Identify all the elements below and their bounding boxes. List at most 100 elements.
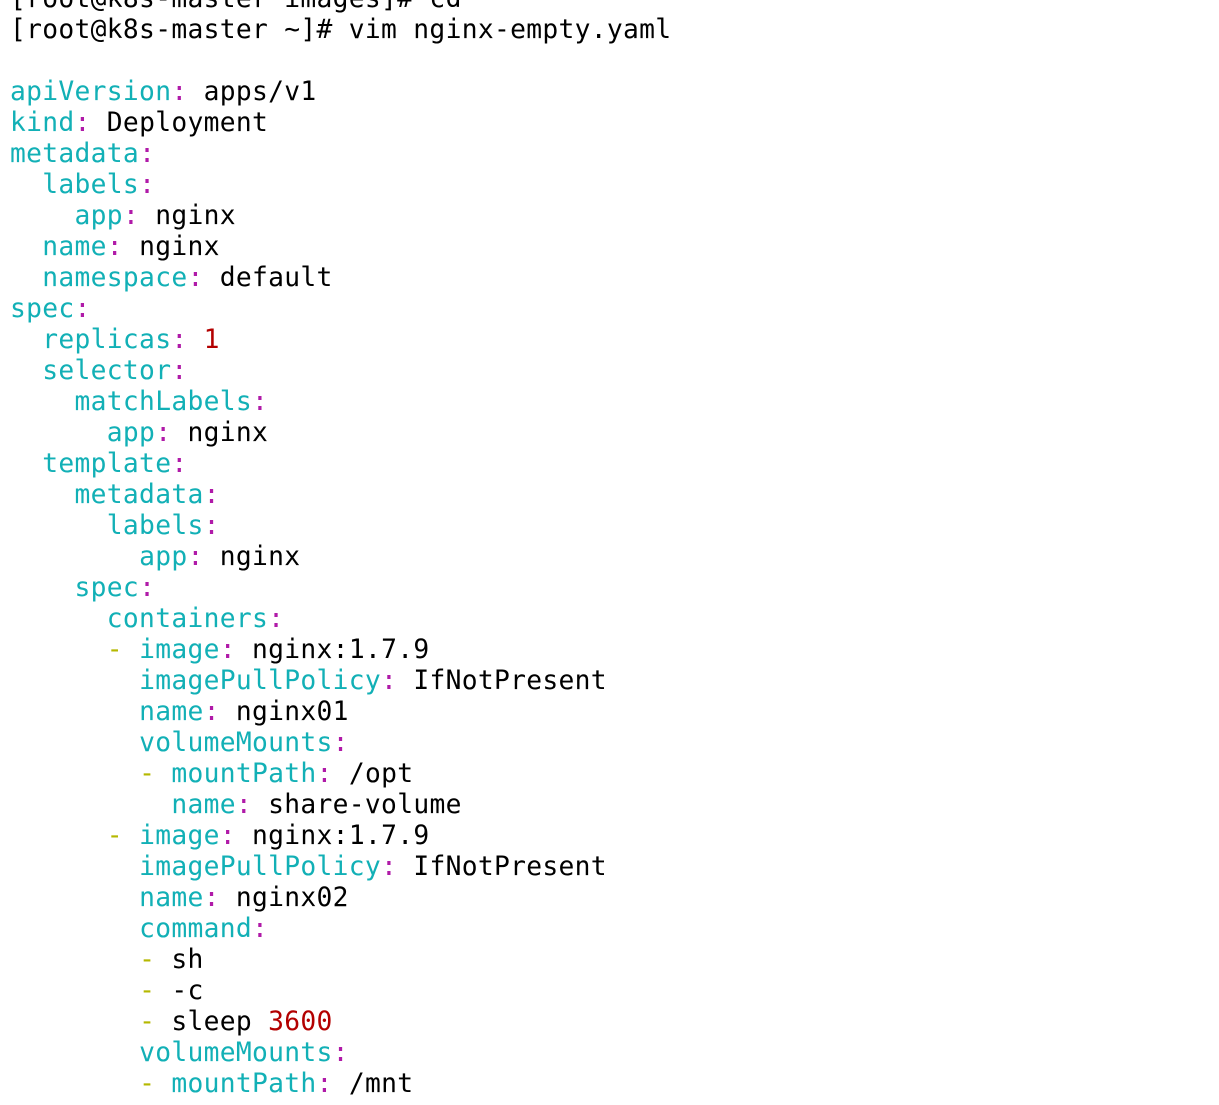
indent xyxy=(10,263,42,293)
yaml-key: command xyxy=(139,914,252,944)
yaml-value: /opt xyxy=(332,759,414,789)
yaml-line: - sleep 3600 xyxy=(10,1007,671,1038)
yaml-colon: : xyxy=(203,883,220,913)
indent xyxy=(10,883,139,913)
yaml-line: apiVersion: apps/v1 xyxy=(10,77,671,108)
yaml-list-dash: - xyxy=(139,945,156,975)
yaml-list-dash: - xyxy=(106,821,123,851)
indent xyxy=(10,976,139,1006)
yaml-line: - sh xyxy=(10,945,671,976)
yaml-value: nginx xyxy=(203,542,301,572)
yaml-key: name xyxy=(42,232,107,262)
yaml-value: default xyxy=(203,263,333,293)
yaml-colon: : xyxy=(332,1038,349,1068)
yaml-key: app xyxy=(106,418,156,448)
yaml-key: replicas xyxy=(42,325,172,355)
indent xyxy=(10,542,139,572)
yaml-value xyxy=(123,821,139,851)
yaml-colon: : xyxy=(252,914,269,944)
yaml-list-dash: - xyxy=(139,1007,156,1037)
yaml-key: mountPath xyxy=(171,1069,317,1099)
yaml-key: volumeMounts xyxy=(139,728,333,758)
yaml-colon: : xyxy=(203,511,220,541)
yaml-line: volumeMounts: xyxy=(10,1038,671,1069)
yaml-colon: : xyxy=(139,170,156,200)
terminal-text-area[interactable]: [root@k8s-master images]# cd[root@k8s-ma… xyxy=(10,0,671,1100)
yaml-value: nginx xyxy=(122,232,220,262)
yaml-line: matchLabels: xyxy=(10,387,671,418)
yaml-value: apps/v1 xyxy=(187,77,317,107)
yaml-key: imagePullPolicy xyxy=(139,852,382,882)
indent xyxy=(10,1069,139,1099)
indent xyxy=(10,1038,139,1068)
yaml-line: - image: nginx:1.7.9 xyxy=(10,635,671,666)
indent xyxy=(10,232,42,262)
yaml-key: spec xyxy=(10,294,75,324)
yaml-line: metadata: xyxy=(10,480,671,511)
yaml-value: IfNotPresent xyxy=(397,852,607,882)
yaml-key: metadata xyxy=(74,480,204,510)
shell-prompt-line: [root@k8s-master images]# cd xyxy=(10,0,671,15)
shell-text: [root@k8s-master ~]# vim nginx-empty.yam… xyxy=(10,15,672,45)
yaml-list-dash: - xyxy=(139,1069,156,1099)
yaml-line: selector: xyxy=(10,356,671,387)
indent xyxy=(10,387,75,417)
yaml-colon: : xyxy=(251,387,269,417)
yaml-colon: : xyxy=(268,604,285,634)
yaml-colon: : xyxy=(203,480,220,510)
yaml-line: name: nginx01 xyxy=(10,697,671,728)
yaml-key: volumeMounts xyxy=(139,1038,333,1068)
indent xyxy=(10,666,139,696)
yaml-line: namespace: default xyxy=(10,263,671,294)
yaml-line: labels: xyxy=(10,170,671,201)
yaml-key: containers xyxy=(106,604,269,634)
yaml-key: labels xyxy=(106,511,204,541)
yaml-line: imagePullPolicy: IfNotPresent xyxy=(10,666,671,697)
yaml-value: nginx02 xyxy=(219,883,349,913)
yaml-line: app: nginx xyxy=(10,542,671,573)
yaml-line: template: xyxy=(10,449,671,480)
yaml-key: app xyxy=(139,542,188,572)
yaml-line: labels: xyxy=(10,511,671,542)
yaml-key: mountPath xyxy=(171,759,317,789)
yaml-line: replicas: 1 xyxy=(10,325,671,356)
indent xyxy=(10,511,107,541)
yaml-value xyxy=(155,1069,171,1099)
scrollbar[interactable] xyxy=(1206,0,1219,1105)
yaml-key: kind xyxy=(10,108,75,138)
indent xyxy=(10,790,171,820)
yaml-line: name: nginx xyxy=(10,232,671,263)
indent xyxy=(10,1007,139,1037)
indent xyxy=(10,728,139,758)
indent xyxy=(10,759,139,789)
yaml-colon: : xyxy=(171,449,188,479)
yaml-value xyxy=(155,759,171,789)
yaml-line: app: nginx xyxy=(10,201,671,232)
yaml-line: - mountPath: /mnt xyxy=(10,1069,671,1100)
yaml-colon: : xyxy=(381,852,398,882)
yaml-value: nginx01 xyxy=(219,697,349,727)
yaml-key: apiVersion xyxy=(10,77,172,107)
yaml-value: /mnt xyxy=(332,1069,414,1099)
yaml-colon: : xyxy=(171,325,188,355)
yaml-line: metadata: xyxy=(10,139,671,170)
indent xyxy=(10,852,139,882)
indent xyxy=(10,821,107,851)
yaml-colon: : xyxy=(171,77,188,107)
yaml-key: imagePullPolicy xyxy=(139,666,382,696)
yaml-key: app xyxy=(74,201,123,231)
yaml-value: Deployment xyxy=(90,108,269,138)
indent xyxy=(10,201,75,231)
yaml-key: spec xyxy=(74,573,140,603)
yaml-key: namespace xyxy=(42,263,188,293)
yaml-colon: : xyxy=(74,294,91,324)
yaml-list-dash: - xyxy=(139,759,156,789)
indent xyxy=(10,480,75,510)
yaml-value xyxy=(187,325,203,355)
yaml-value: nginx:1.7.9 xyxy=(235,635,430,665)
yaml-line: kind: Deployment xyxy=(10,108,671,139)
yaml-key: matchLabels xyxy=(74,387,252,417)
yaml-colon: : xyxy=(187,263,204,293)
yaml-colon: : xyxy=(332,728,349,758)
